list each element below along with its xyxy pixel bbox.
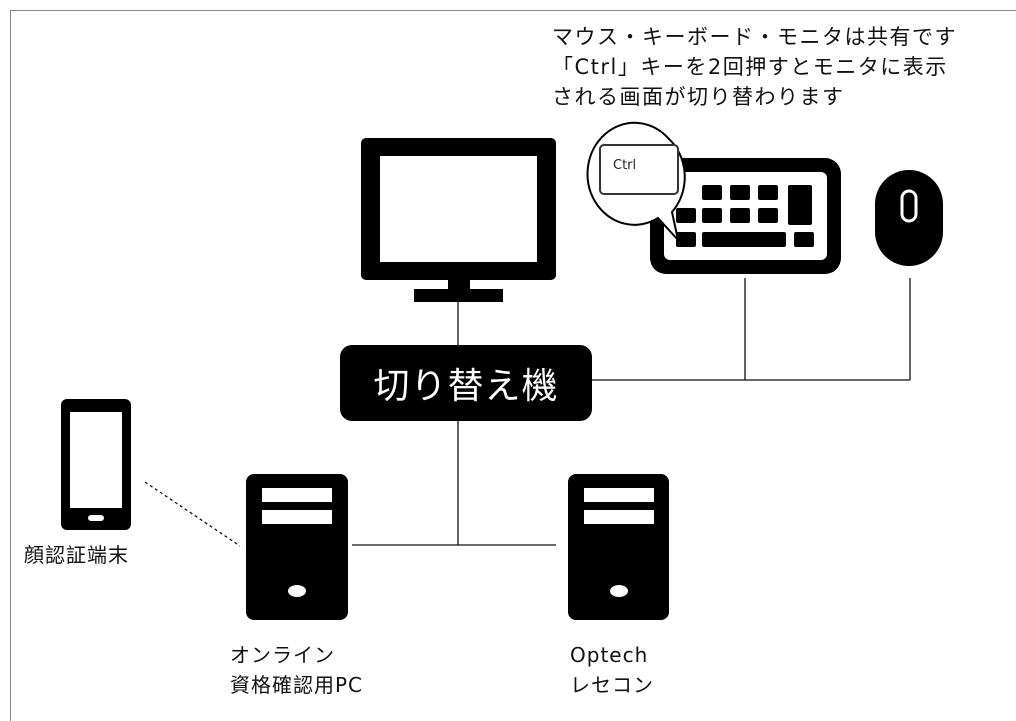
note-line-2: 「Ctrl」キーを2回押すとモニタに表示	[552, 55, 948, 79]
switcher-box	[340, 345, 592, 421]
ctrl-key-icon	[599, 144, 679, 195]
online-pc-label-line-2: 資格確認用PC	[230, 673, 364, 697]
optech-pc-tower-icon	[568, 474, 669, 620]
online-pc-label-line-1: オンライン	[230, 643, 335, 667]
ctrl-key-label: Ctrl	[613, 158, 637, 173]
smartphone-icon	[61, 399, 131, 530]
mouse-icon	[875, 170, 943, 266]
note-line-1: マウス・キーボード・モニタは共有です	[552, 25, 957, 49]
note-line-3: される画面が切り替わります	[552, 85, 845, 109]
monitor-icon	[361, 138, 556, 302]
face-auth-terminal-label: 顔認証端末	[24, 543, 129, 567]
online-pc-label: オンライン 資格確認用PC	[230, 640, 363, 700]
shared-devices-note: マウス・キーボード・モニタは共有です 「Ctrl」キーを2回押すとモニタに表示 …	[552, 22, 957, 112]
switcher-label: 切り替え機	[373, 366, 559, 407]
optech-label: Optech レセコン	[570, 640, 654, 700]
connection-lines	[144, 278, 911, 547]
online-pc-tower-icon	[246, 474, 348, 620]
optech-label-line-1: Optech	[570, 643, 649, 667]
ctrl-speech-bubble	[586, 121, 686, 244]
keyboard-icon	[650, 158, 841, 274]
face-auth-to-pc-dashed-line	[144, 481, 241, 547]
optech-label-line-2: レセコン	[570, 673, 654, 697]
diagram-frame	[10, 10, 1016, 721]
